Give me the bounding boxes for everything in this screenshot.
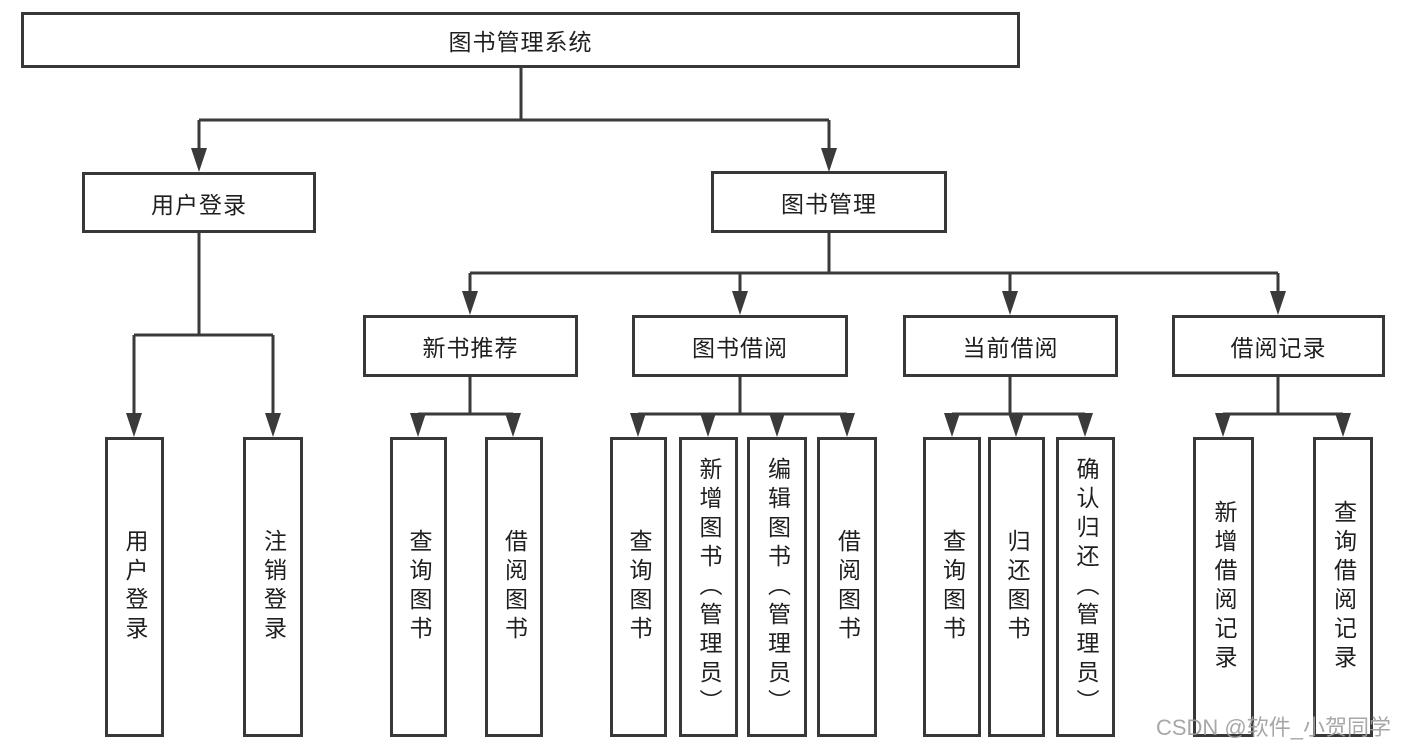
- leaf-logout: 注销登录: [243, 437, 303, 737]
- arrowheads: [126, 148, 1351, 437]
- node-label: 确认归还（管理员）: [1073, 456, 1099, 718]
- node-label: 新增借阅记录: [1211, 500, 1237, 674]
- arrowhead: [410, 413, 426, 437]
- node-label: 用户登录: [151, 191, 247, 218]
- node-label: 查询图书: [939, 529, 966, 645]
- arrowhead: [839, 413, 855, 437]
- arrowhead: [505, 413, 521, 437]
- arrowhead: [1008, 413, 1024, 437]
- node-user-login: 用户登录: [82, 172, 316, 233]
- node-current-borrow: 当前借阅: [903, 315, 1118, 377]
- leaf-borrow-book-2: 借阅图书: [817, 437, 877, 737]
- node-book-borrow: 图书借阅: [632, 315, 848, 377]
- node-label: 用户登录: [122, 529, 148, 645]
- leaf-confirm-return-admin: 确认归还（管理员）: [1056, 437, 1115, 737]
- node-label: 图书借阅: [692, 335, 788, 361]
- node-label: 编辑图书（管理员）: [764, 456, 791, 718]
- arrowhead: [1270, 291, 1286, 315]
- node-label: 借阅图书: [834, 529, 861, 645]
- node-label: 图书管理系统: [448, 29, 593, 55]
- node-label: 注销登录: [260, 529, 287, 645]
- arrowhead: [821, 148, 837, 172]
- node-label: 当前借阅: [962, 335, 1059, 361]
- arrowhead: [630, 413, 646, 437]
- arrowhead: [126, 413, 142, 437]
- node-label: 新书推荐: [422, 335, 519, 361]
- node-label: 查询图书: [406, 529, 432, 645]
- arrowhead: [944, 413, 960, 437]
- arrowhead: [462, 291, 478, 315]
- leaf-query-borrow-record: 查询借阅记录: [1313, 437, 1373, 737]
- node-borrow-records: 借阅记录: [1172, 315, 1385, 377]
- node-label: 图书管理: [781, 191, 877, 217]
- leaf-add-borrow-record: 新增借阅记录: [1193, 437, 1254, 737]
- node-label: 归还图书: [1004, 529, 1030, 645]
- leaf-edit-book-admin: 编辑图书（管理员）: [747, 437, 807, 737]
- arrowhead: [1215, 413, 1231, 437]
- arrowhead: [769, 413, 785, 437]
- node-new-book-recommend: 新书推荐: [363, 315, 578, 377]
- node-label: 借阅记录: [1230, 335, 1327, 361]
- leaf-user-login: 用户登录: [105, 437, 164, 737]
- node-book-management: 图书管理: [711, 171, 947, 233]
- arrowhead: [265, 413, 281, 437]
- node-label: 查询图书: [626, 529, 652, 645]
- node-label: 借阅图书: [501, 529, 528, 645]
- node-label: 查询借阅记录: [1330, 500, 1357, 674]
- arrowhead: [1077, 413, 1093, 437]
- leaf-query-book-2: 查询图书: [610, 437, 667, 737]
- arrowhead: [732, 291, 748, 315]
- arrowhead: [1335, 413, 1351, 437]
- leaf-borrow-book-1: 借阅图书: [485, 437, 543, 737]
- leaf-query-book-1: 查询图书: [390, 437, 447, 737]
- leaf-query-book-3: 查询图书: [923, 437, 981, 737]
- node-label: 新增图书（管理员）: [696, 456, 722, 718]
- arrowhead: [1002, 291, 1018, 315]
- leaf-add-book-admin: 新增图书（管理员）: [679, 437, 738, 737]
- node-system-root: 图书管理系统: [21, 12, 1020, 68]
- arrowhead: [191, 148, 207, 172]
- arrowhead: [700, 413, 716, 437]
- leaf-return-book: 归还图书: [988, 437, 1045, 737]
